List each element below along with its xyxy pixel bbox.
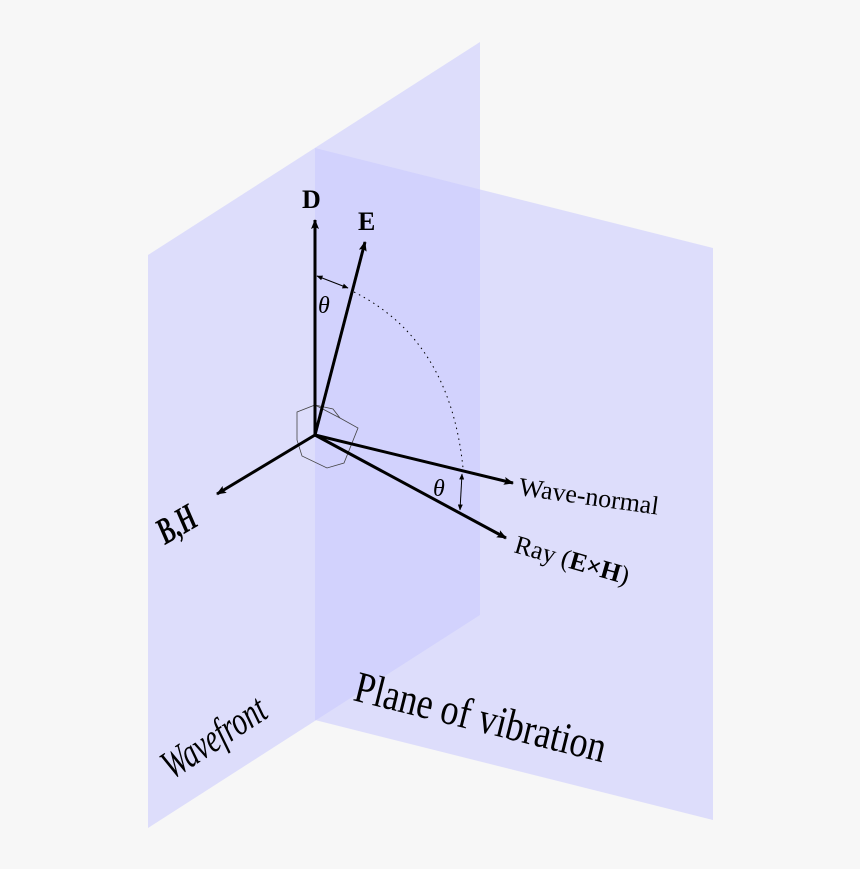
label-e: E: [358, 207, 375, 236]
wave-normal-arrow: [314, 433, 514, 485]
label-theta-bottom: θ: [433, 476, 445, 502]
theta-top-marker: [316, 275, 349, 289]
bh-arrow: [216, 433, 316, 496]
plane-of-vibration: [315, 148, 713, 820]
label-d: D: [302, 185, 321, 214]
theta-bottom-marker: [457, 473, 465, 511]
ray-arrow: [314, 433, 507, 540]
label-theta-top: θ: [318, 293, 330, 319]
e-arrow: [313, 241, 367, 436]
